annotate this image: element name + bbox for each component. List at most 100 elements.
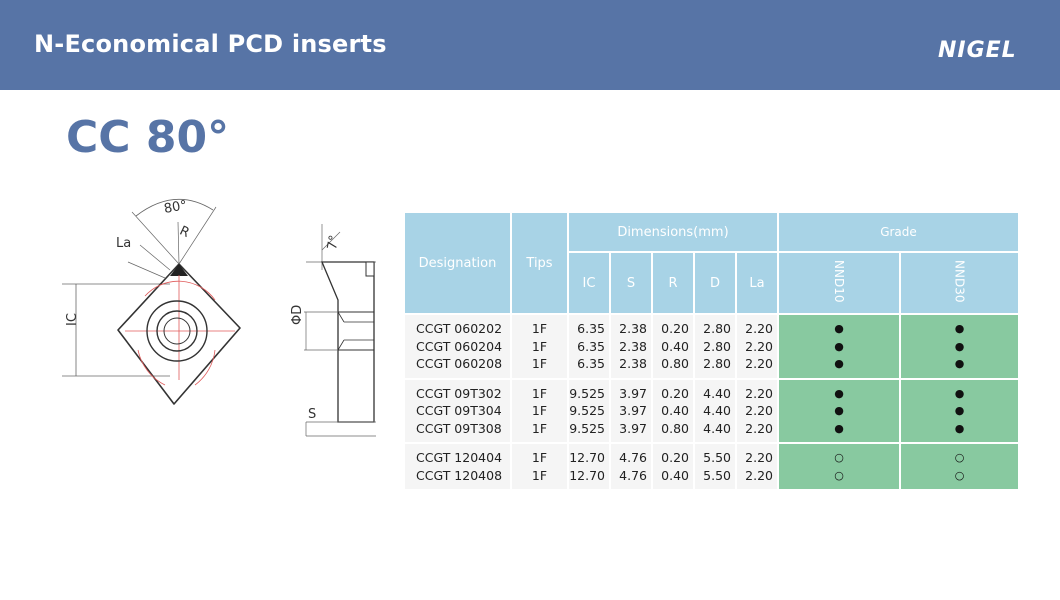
- cell-line: 2.80: [703, 356, 731, 371]
- header-bar: N-Economical PCD inserts NIGEL: [0, 0, 1060, 90]
- grade-nnd10-header: NND10: [779, 253, 899, 313]
- nigel-logo: NIGEL: [938, 38, 1017, 63]
- cell-line: 5.50: [703, 467, 731, 483]
- cell-r: 0.20 0.40: [653, 444, 693, 489]
- cell-d: 5.50 5.50: [695, 444, 735, 489]
- cell-line: 2.38: [619, 338, 647, 354]
- d-header: D: [695, 253, 735, 313]
- cell-line: 2.38: [619, 356, 647, 371]
- cell-line: ●: [834, 386, 844, 400]
- phi-d-label: ΦD: [290, 305, 305, 325]
- cell-line: 1F: [531, 467, 548, 483]
- angle-label: 80°: [163, 198, 188, 217]
- cell-line: 2.20: [745, 420, 773, 436]
- cell-line: CCGT 120404: [416, 450, 503, 465]
- cell-line: 0.80: [661, 356, 689, 371]
- cell-la: 2.20 2.20 2.20: [737, 379, 777, 442]
- cell-line: 2.20: [745, 321, 773, 336]
- cell-line: 4.40: [703, 403, 731, 418]
- ic-header: IC: [569, 253, 609, 313]
- cell-line: ●: [954, 357, 965, 370]
- cell-line: 2.80: [703, 321, 731, 336]
- insert-technical-drawing: 80° La R IC 7° ΦD S: [62, 198, 376, 437]
- insert-front-view: 80° La R IC: [62, 198, 241, 405]
- cell-line: 0.20: [661, 450, 689, 465]
- s-header: S: [611, 253, 651, 313]
- cell-line: CCGT 060208: [416, 356, 503, 371]
- cell-line: CCGT 120408: [416, 467, 503, 483]
- cell-line: 9.525: [569, 420, 605, 436]
- cell-line: 2.38: [619, 321, 647, 336]
- cell-line: 3.97: [619, 420, 647, 436]
- cell-d: 2.80 2.80 2.80: [695, 315, 735, 378]
- la-header: La: [737, 253, 777, 313]
- cell-line: ●: [834, 322, 844, 335]
- cell-line: 2.20: [745, 385, 773, 401]
- cell-line: ○: [954, 468, 965, 482]
- cell-line: ●: [954, 421, 965, 435]
- cell-line: 4.40: [703, 385, 731, 401]
- cell-line: 1F: [531, 321, 548, 336]
- cell-line: 0.40: [661, 467, 689, 483]
- grade-nnd30-header: NND30: [901, 253, 1018, 313]
- cell-line: ●: [834, 339, 844, 353]
- cell-line: ○: [834, 451, 844, 464]
- cell-line: 0.40: [661, 338, 689, 354]
- cell-line: 1F: [531, 385, 548, 401]
- designation-header: Designation: [405, 213, 510, 313]
- cell-line: ●: [954, 404, 965, 417]
- cell-nnd10: ○○: [779, 444, 899, 489]
- cell-line: 4.40: [703, 420, 731, 436]
- cell-nnd10: ●●●: [779, 379, 899, 442]
- cell-line: ●: [834, 404, 844, 417]
- ic-label: IC: [65, 313, 80, 326]
- cell-line: 3.97: [619, 385, 647, 401]
- cell-line: CCGT 09T302: [416, 385, 502, 401]
- cell-line: 2.80: [703, 338, 731, 354]
- cell-line: 9.525: [569, 403, 605, 418]
- cell-line: ○: [954, 451, 965, 464]
- cell-line: 1F: [531, 356, 548, 371]
- cell-line: CCGT 09T304: [416, 403, 502, 418]
- cell-nnd30: ● ● ●: [901, 315, 1018, 378]
- cell-line: 2.20: [745, 450, 773, 465]
- insert-side-view: 7° ΦD S: [290, 224, 376, 437]
- relief-angle-label: 7°: [325, 234, 342, 251]
- cell-line: 1F: [531, 403, 548, 418]
- cell-nnd30: ● ● ●: [901, 379, 1018, 442]
- r-label: R: [177, 224, 192, 241]
- cell-line: ●: [954, 339, 965, 353]
- cell-line: 2.20: [745, 403, 773, 418]
- header-title: N-Economical PCD inserts: [34, 30, 387, 58]
- insert-spec-table: Designation Tips Dimensions(mm) Grade IC…: [403, 211, 1020, 491]
- cell-line: 5.50: [703, 450, 731, 465]
- cell-line: ○: [834, 468, 844, 482]
- cell-line: 4.76: [619, 450, 647, 465]
- cell-line: 2.20: [745, 338, 773, 354]
- cell-line: 0.40: [661, 403, 689, 418]
- page-heading: CC 80°: [66, 112, 230, 163]
- cell-line: CCGT 09T308: [416, 420, 502, 436]
- cell-line: 12.70: [569, 467, 605, 483]
- cell-line: ●: [954, 322, 965, 335]
- s-label: S: [308, 407, 316, 422]
- cell-line: CCGT 060202: [416, 321, 503, 336]
- cell-line: ●: [954, 386, 965, 400]
- cell-line: ●: [834, 357, 844, 370]
- cell-line: 0.20: [661, 385, 689, 401]
- cell-nnd30: ○○: [901, 444, 1018, 489]
